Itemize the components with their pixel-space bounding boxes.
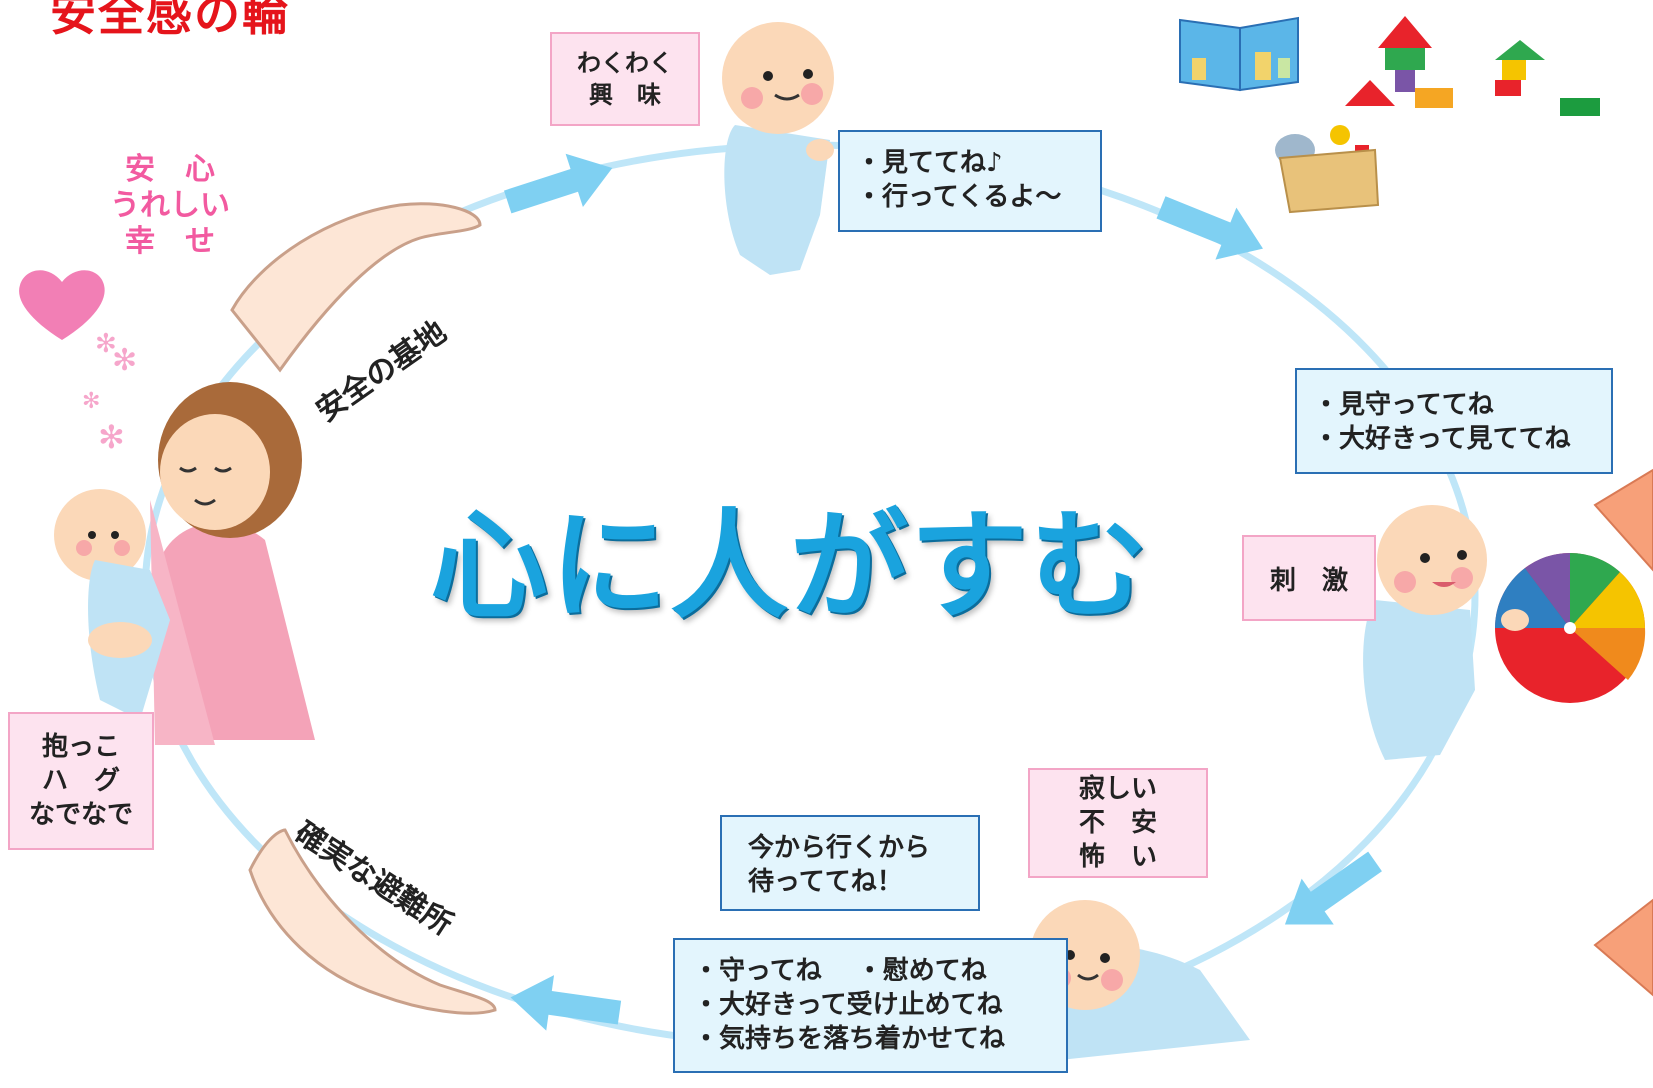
svg-text:✻: ✻ [112, 343, 137, 378]
right-edge-shape-upper [1593, 468, 1653, 572]
excited-line-2: 興 味 [589, 81, 661, 109]
heart-icon: ✻ ✻ ✻ ✻ [19, 270, 137, 456]
watch-over-box: ・見守っててね ・大好きって見ててね [1295, 368, 1613, 474]
watch-over-line-1: ・見守っててね [1313, 390, 1494, 420]
excited-box: わくわく 興 味 [550, 32, 700, 126]
mother-holding-baby-icon [54, 382, 315, 745]
coming-back-line-2: 待っててね！ [748, 867, 903, 897]
feelings-text: 安 心 うれしい 幸 せ [100, 152, 240, 260]
arrow-top-left [503, 153, 613, 214]
svg-text:✻: ✻ [82, 389, 100, 414]
hug-line-3: なでなで [28, 800, 133, 830]
hug-line-2: ハ グ [41, 766, 120, 796]
excited-line-1: わくわく [577, 49, 673, 77]
picture-book-icon [1179, 16, 1299, 92]
arrow-top-right [1156, 196, 1263, 260]
protect-me-line-1: ・守ってね ・慰めてね [693, 956, 987, 986]
hug-line-1: 抱っこ [41, 732, 120, 762]
hand-bottom-icon [248, 828, 497, 1015]
coming-back-box: 今から行くから 待っててね！ [720, 815, 980, 911]
watch-me-box: ・見ててね♪ ・行ってくるよ～ [838, 130, 1102, 232]
protect-me-line-2: ・大好きって受け止めてね [693, 990, 1003, 1020]
arrow-bottom-left [510, 975, 622, 1031]
lonely-line-1: 寂しい [1078, 774, 1157, 804]
lonely-box: 寂しい 不 安 怖 い [1028, 768, 1208, 878]
stimulus-line-1: 刺 激 [1269, 565, 1348, 596]
watch-over-line-2: ・大好きって見ててね [1313, 424, 1571, 454]
center-caption: 心に人がすむ [430, 497, 1151, 635]
toy-box-icon [1275, 125, 1380, 214]
baby-walking-icon [722, 22, 834, 275]
right-edge-shape-lower [1593, 898, 1653, 997]
building-blocks-icon [1345, 16, 1600, 116]
lonely-line-2: 不 安 [1078, 808, 1157, 838]
watch-me-line-1: ・見ててね♪ [856, 148, 1003, 178]
stimulus-box: 刺 激 [1242, 535, 1376, 621]
watch-me-line-2: ・行ってくるよ～ [856, 182, 1062, 212]
protect-me-box: ・守ってね ・慰めてね ・大好きって受け止めてね ・気持ちを落ち着かせてね [673, 938, 1068, 1073]
svg-text:✻: ✻ [98, 418, 125, 456]
hand-top-icon [230, 202, 482, 373]
arrow-bottom-right [1284, 851, 1382, 925]
protect-me-line-3: ・気持ちを落ち着かせてね [693, 1024, 1006, 1054]
feeling-line-2: うれしい [110, 188, 230, 223]
coming-back-line-1: 今から行くから [748, 833, 931, 863]
baby-ball-icon [1363, 505, 1646, 760]
feeling-line-1: 安 心 [125, 152, 215, 187]
hug-box: 抱っこ ハ グ なでなで [8, 712, 154, 850]
feeling-line-3: 幸 せ [125, 224, 215, 259]
diagram-title: 安全感の輪 [50, 0, 290, 41]
lonely-line-3: 怖 い [1078, 842, 1157, 872]
svg-text:✻: ✻ [95, 329, 117, 359]
